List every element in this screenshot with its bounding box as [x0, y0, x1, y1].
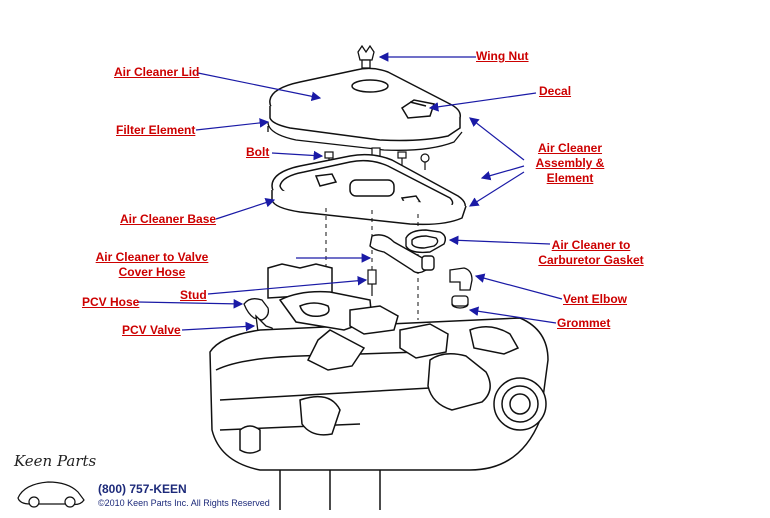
engine-block-drawing: [209, 263, 549, 510]
label-air-cleaner-base[interactable]: Air Cleaner Base: [120, 212, 217, 226]
label-grommet[interactable]: Grommet: [557, 316, 611, 330]
label-air-cleaner-lid[interactable]: Air Cleaner Lid: [114, 65, 200, 79]
stud-drawing: [367, 269, 377, 296]
label-air-cleaner-assembly-line3: Element: [546, 171, 594, 185]
label-decal[interactable]: Decal: [539, 84, 572, 98]
label-wing-nut[interactable]: Wing Nut: [476, 49, 529, 63]
label-carb-gasket-line1: Air Cleaner to: [551, 238, 631, 252]
label-bolt[interactable]: Bolt: [246, 145, 270, 159]
carb-gasket-drawing: [405, 229, 447, 254]
label-filter-element[interactable]: Filter Element: [116, 123, 196, 137]
label-vent-elbow[interactable]: Vent Elbow: [563, 292, 628, 306]
label-air-cleaner-to-valve-cover-hose[interactable]: Air Cleaner to Valve Cover Hose: [94, 250, 210, 280]
copyright-notice: ©2010 Keen Parts Inc. All Rights Reserve…: [98, 498, 270, 508]
air-cleaner-base-drawing: [271, 153, 467, 226]
keen-parts-logo: Keen Parts: [14, 452, 97, 470]
label-pcv-hose[interactable]: PCV Hose: [82, 295, 140, 309]
label-pcv-valve[interactable]: PCV Valve: [122, 323, 181, 337]
phone-number: (800) 757-KEEN: [98, 482, 187, 496]
valve-cover-hose-drawing: [369, 234, 435, 274]
air-cleaner-lid-drawing: [269, 67, 462, 142]
vent-elbow-drawing: [449, 267, 473, 309]
leader-lines: [137, 52, 563, 332]
label-carb-gasket-line2: Carburetor Gasket: [538, 253, 644, 267]
label-air-cleaner-assembly-line2: Assembly &: [535, 156, 605, 170]
keen-parts-logo-car: [17, 481, 85, 508]
label-air-cleaner-assembly-line1: Air Cleaner: [537, 141, 603, 155]
label-valve-cover-hose-line2: Cover Hose: [118, 265, 186, 279]
label-stud[interactable]: Stud: [180, 288, 207, 302]
label-air-cleaner-assembly[interactable]: Air Cleaner Assembly & Element: [530, 141, 610, 186]
bolt-drawing: [324, 147, 430, 170]
label-air-cleaner-to-carburetor-gasket[interactable]: Air Cleaner to Carburetor Gasket: [536, 238, 646, 268]
label-valve-cover-hose-line1: Air Cleaner to Valve: [95, 250, 209, 264]
